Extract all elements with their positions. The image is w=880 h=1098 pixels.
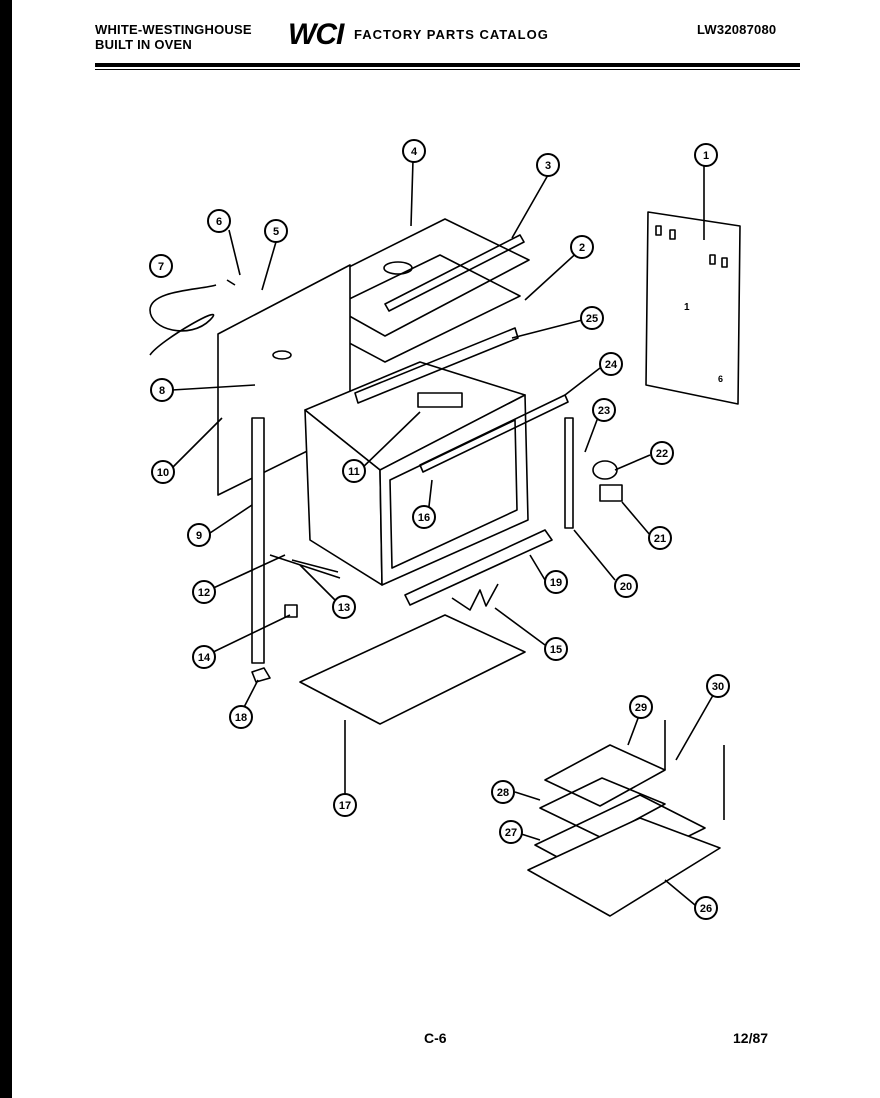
product-name: BUILT IN OVEN	[95, 37, 192, 52]
svg-text:1: 1	[703, 150, 709, 162]
svg-text:16: 16	[418, 512, 430, 524]
svg-text:24: 24	[605, 359, 618, 371]
svg-text:27: 27	[505, 827, 517, 839]
svg-text:7: 7	[158, 261, 164, 273]
callout-3: 3	[536, 153, 560, 177]
svg-text:26: 26	[700, 903, 712, 915]
svg-text:18: 18	[235, 712, 247, 724]
callout-12: 12	[192, 580, 216, 604]
svg-text:29: 29	[635, 702, 647, 714]
svg-text:30: 30	[712, 681, 724, 693]
callout-9: 9	[187, 523, 211, 547]
svg-text:3: 3	[545, 160, 551, 172]
wci-logo: WCI	[288, 18, 344, 51]
svg-text:12: 12	[198, 587, 210, 599]
callout-26: 26	[694, 896, 718, 920]
brand-block: WHITE-WESTINGHOUSE BUILT IN OVEN	[95, 22, 252, 52]
callout-19: 19	[544, 570, 568, 594]
svg-text:11: 11	[348, 466, 360, 478]
door-strip	[251, 417, 265, 664]
svg-text:6: 6	[216, 216, 222, 228]
callout-23: 23	[592, 398, 616, 422]
callout-4: 4	[402, 139, 426, 163]
callout-24: 24	[599, 352, 623, 376]
callout-11: 11	[342, 459, 366, 483]
callouts: 1 2 3 4 5 6 7 8 9 10 11 12 13 14 15 16 1…	[149, 139, 730, 920]
callout-14: 14	[192, 645, 216, 669]
callout-1: 1	[694, 143, 718, 167]
svg-text:2: 2	[579, 242, 585, 254]
svg-text:21: 21	[654, 533, 666, 545]
callout-18: 18	[229, 705, 253, 729]
header-rule-thin	[95, 69, 800, 70]
model-number: LW32087080	[697, 22, 777, 37]
svg-text:22: 22	[656, 448, 668, 460]
back-panel-mark: 1	[684, 302, 690, 313]
header-rule	[95, 63, 800, 67]
svg-text:23: 23	[598, 405, 610, 417]
svg-text:14: 14	[198, 652, 211, 664]
callout-2: 2	[570, 235, 594, 259]
svg-text:28: 28	[497, 787, 509, 799]
svg-text:25: 25	[586, 313, 598, 325]
callout-21: 21	[648, 526, 672, 550]
back-panel-corner-mark: 6	[718, 374, 723, 384]
broiler-pan	[539, 777, 666, 839]
page-code: C-6	[424, 1030, 447, 1046]
callout-30: 30	[706, 674, 730, 698]
svg-text:13: 13	[338, 602, 350, 614]
vent-trim	[354, 327, 519, 404]
callout-7: 7	[149, 254, 173, 278]
svg-text:4: 4	[411, 146, 418, 158]
catalog-title: FACTORY PARTS CATALOG	[354, 27, 549, 42]
callout-5: 5	[264, 219, 288, 243]
front-trim	[419, 394, 569, 473]
oven-cavity-front	[379, 394, 529, 586]
side-strip	[564, 417, 574, 529]
callout-10: 10	[151, 460, 175, 484]
scan-edge	[0, 0, 12, 1098]
callout-15: 15	[544, 637, 568, 661]
bottom-trim	[404, 529, 553, 606]
svg-text:15: 15	[550, 644, 562, 656]
back-panel	[645, 211, 741, 405]
callout-25: 25	[580, 306, 604, 330]
top-insulation	[305, 254, 521, 363]
svg-text:20: 20	[620, 581, 632, 593]
svg-text:19: 19	[550, 577, 562, 589]
top-panel	[302, 218, 530, 337]
oven-switch	[417, 392, 463, 408]
brand-name: WHITE-WESTINGHOUSE	[95, 22, 252, 37]
svg-text:8: 8	[159, 385, 165, 397]
callout-27: 27	[499, 820, 523, 844]
callout-6: 6	[207, 209, 231, 233]
bottom-panel	[299, 614, 526, 725]
bottom-tray	[527, 817, 721, 917]
callout-28: 28	[491, 780, 515, 804]
top-rail	[384, 234, 525, 312]
svg-text:5: 5	[273, 226, 279, 238]
svg-text:9: 9	[196, 530, 202, 542]
catalog-date: 12/87	[733, 1030, 769, 1046]
callout-29: 29	[629, 695, 653, 719]
callout-16: 16	[412, 505, 436, 529]
svg-text:10: 10	[157, 467, 169, 479]
power-cord	[149, 284, 217, 356]
svg-text:17: 17	[339, 800, 351, 812]
callout-13: 13	[332, 595, 356, 619]
hinge-spring	[451, 583, 499, 611]
callout-22: 22	[650, 441, 674, 465]
callout-8: 8	[150, 378, 174, 402]
callout-20: 20	[614, 574, 638, 598]
callout-17: 17	[333, 793, 357, 817]
